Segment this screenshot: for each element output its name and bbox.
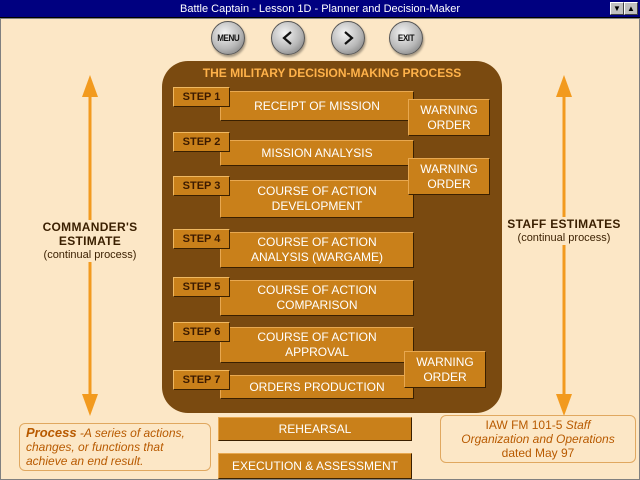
warning-order-2[interactable]: WARNING ORDER — [408, 158, 490, 195]
right-double-arrow — [556, 75, 572, 416]
commanders-estimate-subtitle: (continual process) — [43, 249, 137, 261]
process-word: Process — [26, 425, 77, 440]
lesson-content: MENU EXIT COMMANDER'S ESTIMATE (continua… — [0, 18, 640, 480]
reference-line-1-prefix: IAW FM 101-5 — [485, 418, 566, 432]
execution-assessment-text: EXECUTION & ASSESSMENT — [231, 458, 399, 473]
step-7-box[interactable]: ORDERS PRODUCTION — [220, 375, 414, 399]
execution-assessment-box[interactable]: EXECUTION & ASSESSMENT — [218, 453, 412, 479]
step-6-label: STEP 6 — [173, 322, 230, 342]
process-definition-note: Process -A series of actions, changes, o… — [19, 423, 211, 471]
step-5-text: COURSE OF ACTION COMPARISON — [257, 283, 377, 312]
staff-estimates-subtitle: (continual process) — [517, 232, 611, 244]
warning-order-3-text: WARNING ORDER — [416, 354, 474, 384]
reference-line-1-italic: Staff — [565, 418, 591, 432]
step-4-label: STEP 4 — [173, 229, 230, 249]
warning-order-1[interactable]: WARNING ORDER — [408, 99, 490, 136]
step-1-text: RECEIPT OF MISSION — [254, 98, 380, 113]
forward-button[interactable] — [331, 21, 365, 55]
reference-note: IAW FM 101-5 Staff Organization and Oper… — [440, 415, 636, 463]
step-7-text: ORDERS PRODUCTION — [249, 379, 385, 394]
step-2-text: MISSION ANALYSIS — [261, 145, 373, 160]
exit-button[interactable]: EXIT — [389, 21, 423, 55]
warning-order-1-text: WARNING ORDER — [420, 102, 478, 132]
step-3-label: STEP 3 — [173, 176, 230, 196]
exit-button-label: EXIT — [397, 33, 415, 43]
step-5-label: STEP 5 — [173, 277, 230, 297]
reference-line-2: Organization and Operations — [461, 432, 615, 446]
staff-estimates-title: STAFF ESTIMATES — [507, 217, 621, 231]
step-7-label: STEP 7 — [173, 370, 230, 390]
warning-order-3[interactable]: WARNING ORDER — [404, 351, 486, 388]
rehearsal-text: REHEARSAL — [278, 421, 352, 436]
step-6-box[interactable]: COURSE OF ACTION APPROVAL — [220, 327, 414, 363]
step-2-label: STEP 2 — [173, 132, 230, 152]
step-3-text: COURSE OF ACTION DEVELOPMENT — [257, 184, 377, 213]
window-title: Battle Captain - Lesson 1D - Planner and… — [179, 3, 461, 15]
step-4-text: COURSE OF ACTION ANALYSIS (WARGAME) — [250, 235, 384, 264]
rehearsal-box[interactable]: REHEARSAL — [218, 417, 412, 441]
left-arrow-icon — [282, 31, 292, 45]
reference-line-1: IAW FM 101-5 Staff — [441, 418, 635, 432]
step-2-box[interactable]: MISSION ANALYSIS — [220, 140, 414, 166]
step-1-label: STEP 1 — [173, 87, 230, 107]
step-4-box[interactable]: COURSE OF ACTION ANALYSIS (WARGAME) — [220, 232, 414, 268]
maximize-button[interactable]: ▲ — [624, 2, 638, 15]
minimize-button[interactable]: ▼ — [610, 2, 624, 15]
menu-button-label: MENU — [216, 33, 240, 43]
process-definition: -A series of actions, changes, or functi… — [26, 426, 185, 468]
step-1-box[interactable]: RECEIPT OF MISSION — [220, 91, 414, 121]
staff-estimates-label: STAFF ESTIMATES (continual process) — [500, 217, 628, 245]
step-5-box[interactable]: COURSE OF ACTION COMPARISON — [220, 280, 414, 316]
commanders-estimate-title-2: ESTIMATE — [58, 234, 122, 248]
step-3-box[interactable]: COURSE OF ACTION DEVELOPMENT — [220, 180, 414, 218]
warning-order-2-text: WARNING ORDER — [420, 161, 478, 191]
right-arrow-icon — [344, 31, 354, 45]
reference-line-3: dated May 97 — [501, 446, 575, 460]
step-6-text: COURSE OF ACTION APPROVAL — [257, 330, 377, 359]
back-button[interactable] — [271, 21, 305, 55]
window-title-bar: Battle Captain - Lesson 1D - Planner and… — [0, 0, 640, 18]
menu-button[interactable]: MENU — [211, 21, 245, 55]
commanders-estimate-title-1: COMMANDER'S — [42, 220, 138, 234]
commanders-estimate-label: COMMANDER'S ESTIMATE (continual process) — [27, 220, 153, 262]
mdmp-title: THE MILITARY DECISION-MAKING PROCESS — [202, 66, 462, 80]
